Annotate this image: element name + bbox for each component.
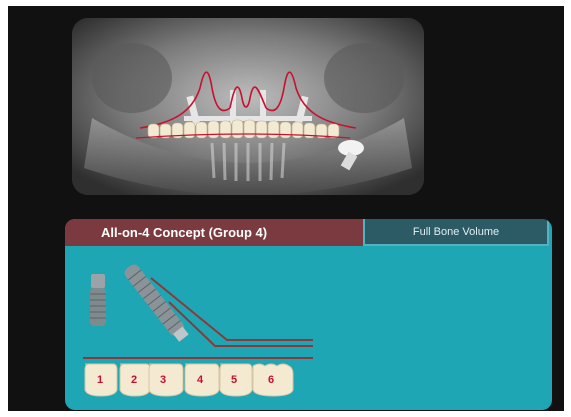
xray-svg [72, 18, 424, 195]
tooth-number-4: 4 [197, 374, 203, 386]
straight-implant [90, 274, 106, 326]
tab-full-bone-volume[interactable]: Full Bone Volume [363, 219, 549, 246]
implant-diagram [65, 246, 552, 410]
tab-all-on-4-concept[interactable]: All-on-4 Concept (Group 4) [65, 219, 363, 246]
right-sinus [324, 43, 404, 113]
figure-frame: All-on-4 Concept (Group 4) Full Bone Vol… [8, 6, 564, 411]
teeth-illustration [85, 364, 293, 396]
panoramic-xray-image [72, 18, 424, 195]
tooth-number-5: 5 [231, 374, 237, 386]
tooth-number-6: 6 [268, 374, 274, 386]
tooth-number-2: 2 [131, 374, 137, 386]
tooth-number-1: 1 [97, 374, 103, 386]
left-sinus [92, 43, 172, 113]
concept-panel: All-on-4 Concept (Group 4) Full Bone Vol… [65, 219, 552, 410]
tooth-number-3: 3 [160, 374, 166, 386]
